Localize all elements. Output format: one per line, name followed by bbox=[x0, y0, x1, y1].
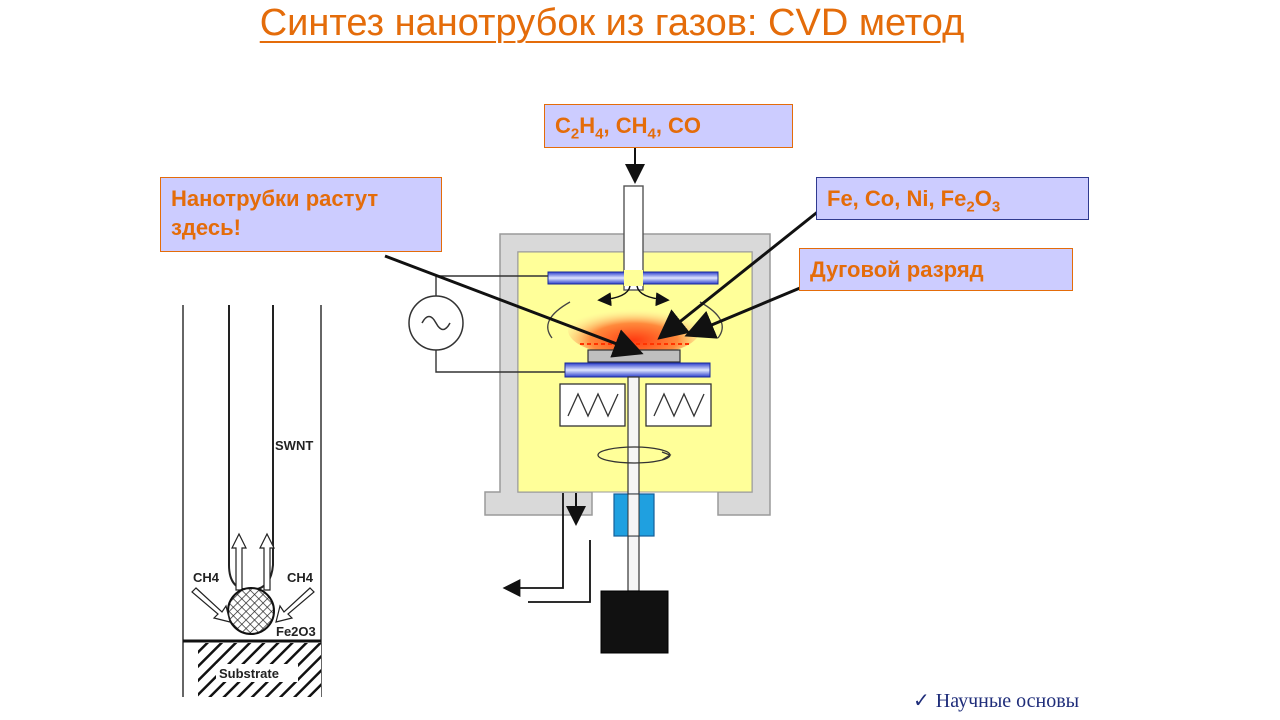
bottom-electrode bbox=[564, 362, 711, 378]
reactor bbox=[408, 148, 771, 654]
gas-inlet-pipe bbox=[623, 185, 644, 291]
callout-gases: C2H4, CH4, CO bbox=[544, 104, 793, 148]
heater-left bbox=[559, 383, 626, 427]
callout-arc-discharge: Дуговой разряд bbox=[799, 248, 1073, 291]
slide-title: Синтез нанотрубок из газов: CVD метод bbox=[259, 2, 965, 44]
ch4-right-label: CH4 bbox=[287, 570, 314, 585]
ch4-left-label: CH4 bbox=[193, 570, 220, 585]
heater-right bbox=[645, 383, 712, 427]
catalyst-label: Fe2O3 bbox=[276, 624, 316, 639]
substrate-label: Substrate bbox=[219, 666, 279, 681]
motor bbox=[600, 590, 669, 654]
rotation-shaft bbox=[627, 376, 640, 592]
plasma-discharge bbox=[568, 304, 700, 356]
callout-nanotubes-grow: Нанотрубки растут здесь! bbox=[160, 177, 442, 252]
callout-catalyst-metals: Fe, Co, Ni, Fe2O3 bbox=[816, 177, 1089, 220]
catalyst-particle bbox=[227, 587, 275, 635]
footer-text: Научные основы bbox=[935, 690, 1080, 712]
pointer-grow bbox=[384, 254, 644, 358]
growth-inset: SWNT CH4 CH4 Fe2O3 Substrate bbox=[182, 305, 322, 697]
check-icon: ✓ bbox=[913, 690, 930, 712]
swnt-label: SWNT bbox=[275, 438, 313, 453]
pointer-arc bbox=[684, 286, 801, 339]
footer-note: ✓Научные основы bbox=[913, 688, 1079, 713]
